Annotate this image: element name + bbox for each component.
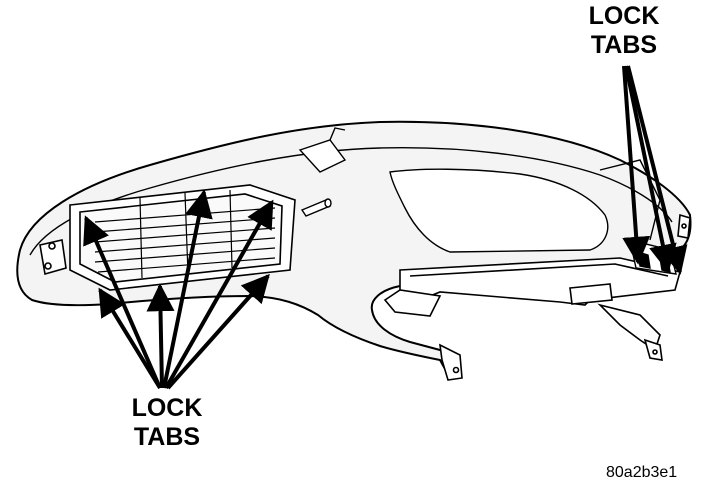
arrow-to-tab-3 — [146, 283, 175, 389]
grille-side-cap — [39, 239, 67, 276]
arrow-to-right-tab-2 — [624, 65, 677, 273]
arrow-to-tab-4 — [162, 189, 213, 389]
support-rail — [383, 213, 691, 381]
lock-tabs-label-top: LOCK TABS — [574, 2, 674, 60]
leader-arrows-top — [622, 65, 688, 275]
figure-code: 80a2b3e1 — [606, 464, 678, 481]
lock-tabs-bottom-line1: LOCK — [131, 394, 203, 422]
arrow-to-tab-5 — [164, 199, 274, 389]
lock-tabs-bottom-line2: TABS — [133, 422, 201, 451]
lock-tabs-label-bottom: LOCK TABS — [112, 394, 222, 452]
vent-grille-assembly — [39, 184, 296, 291]
arrow-to-right-tab-1 — [622, 65, 651, 265]
arrow-to-tab-6 — [166, 273, 270, 390]
lock-tabs-top-line2: TABS — [590, 30, 658, 59]
arrow-to-right-tab-3 — [626, 65, 688, 275]
arrow-to-tab-2 — [98, 287, 162, 390]
lock-tabs-top-line1: LOCK — [588, 2, 660, 30]
leader-arrows-bottom — [83, 189, 274, 390]
peg — [300, 198, 332, 217]
